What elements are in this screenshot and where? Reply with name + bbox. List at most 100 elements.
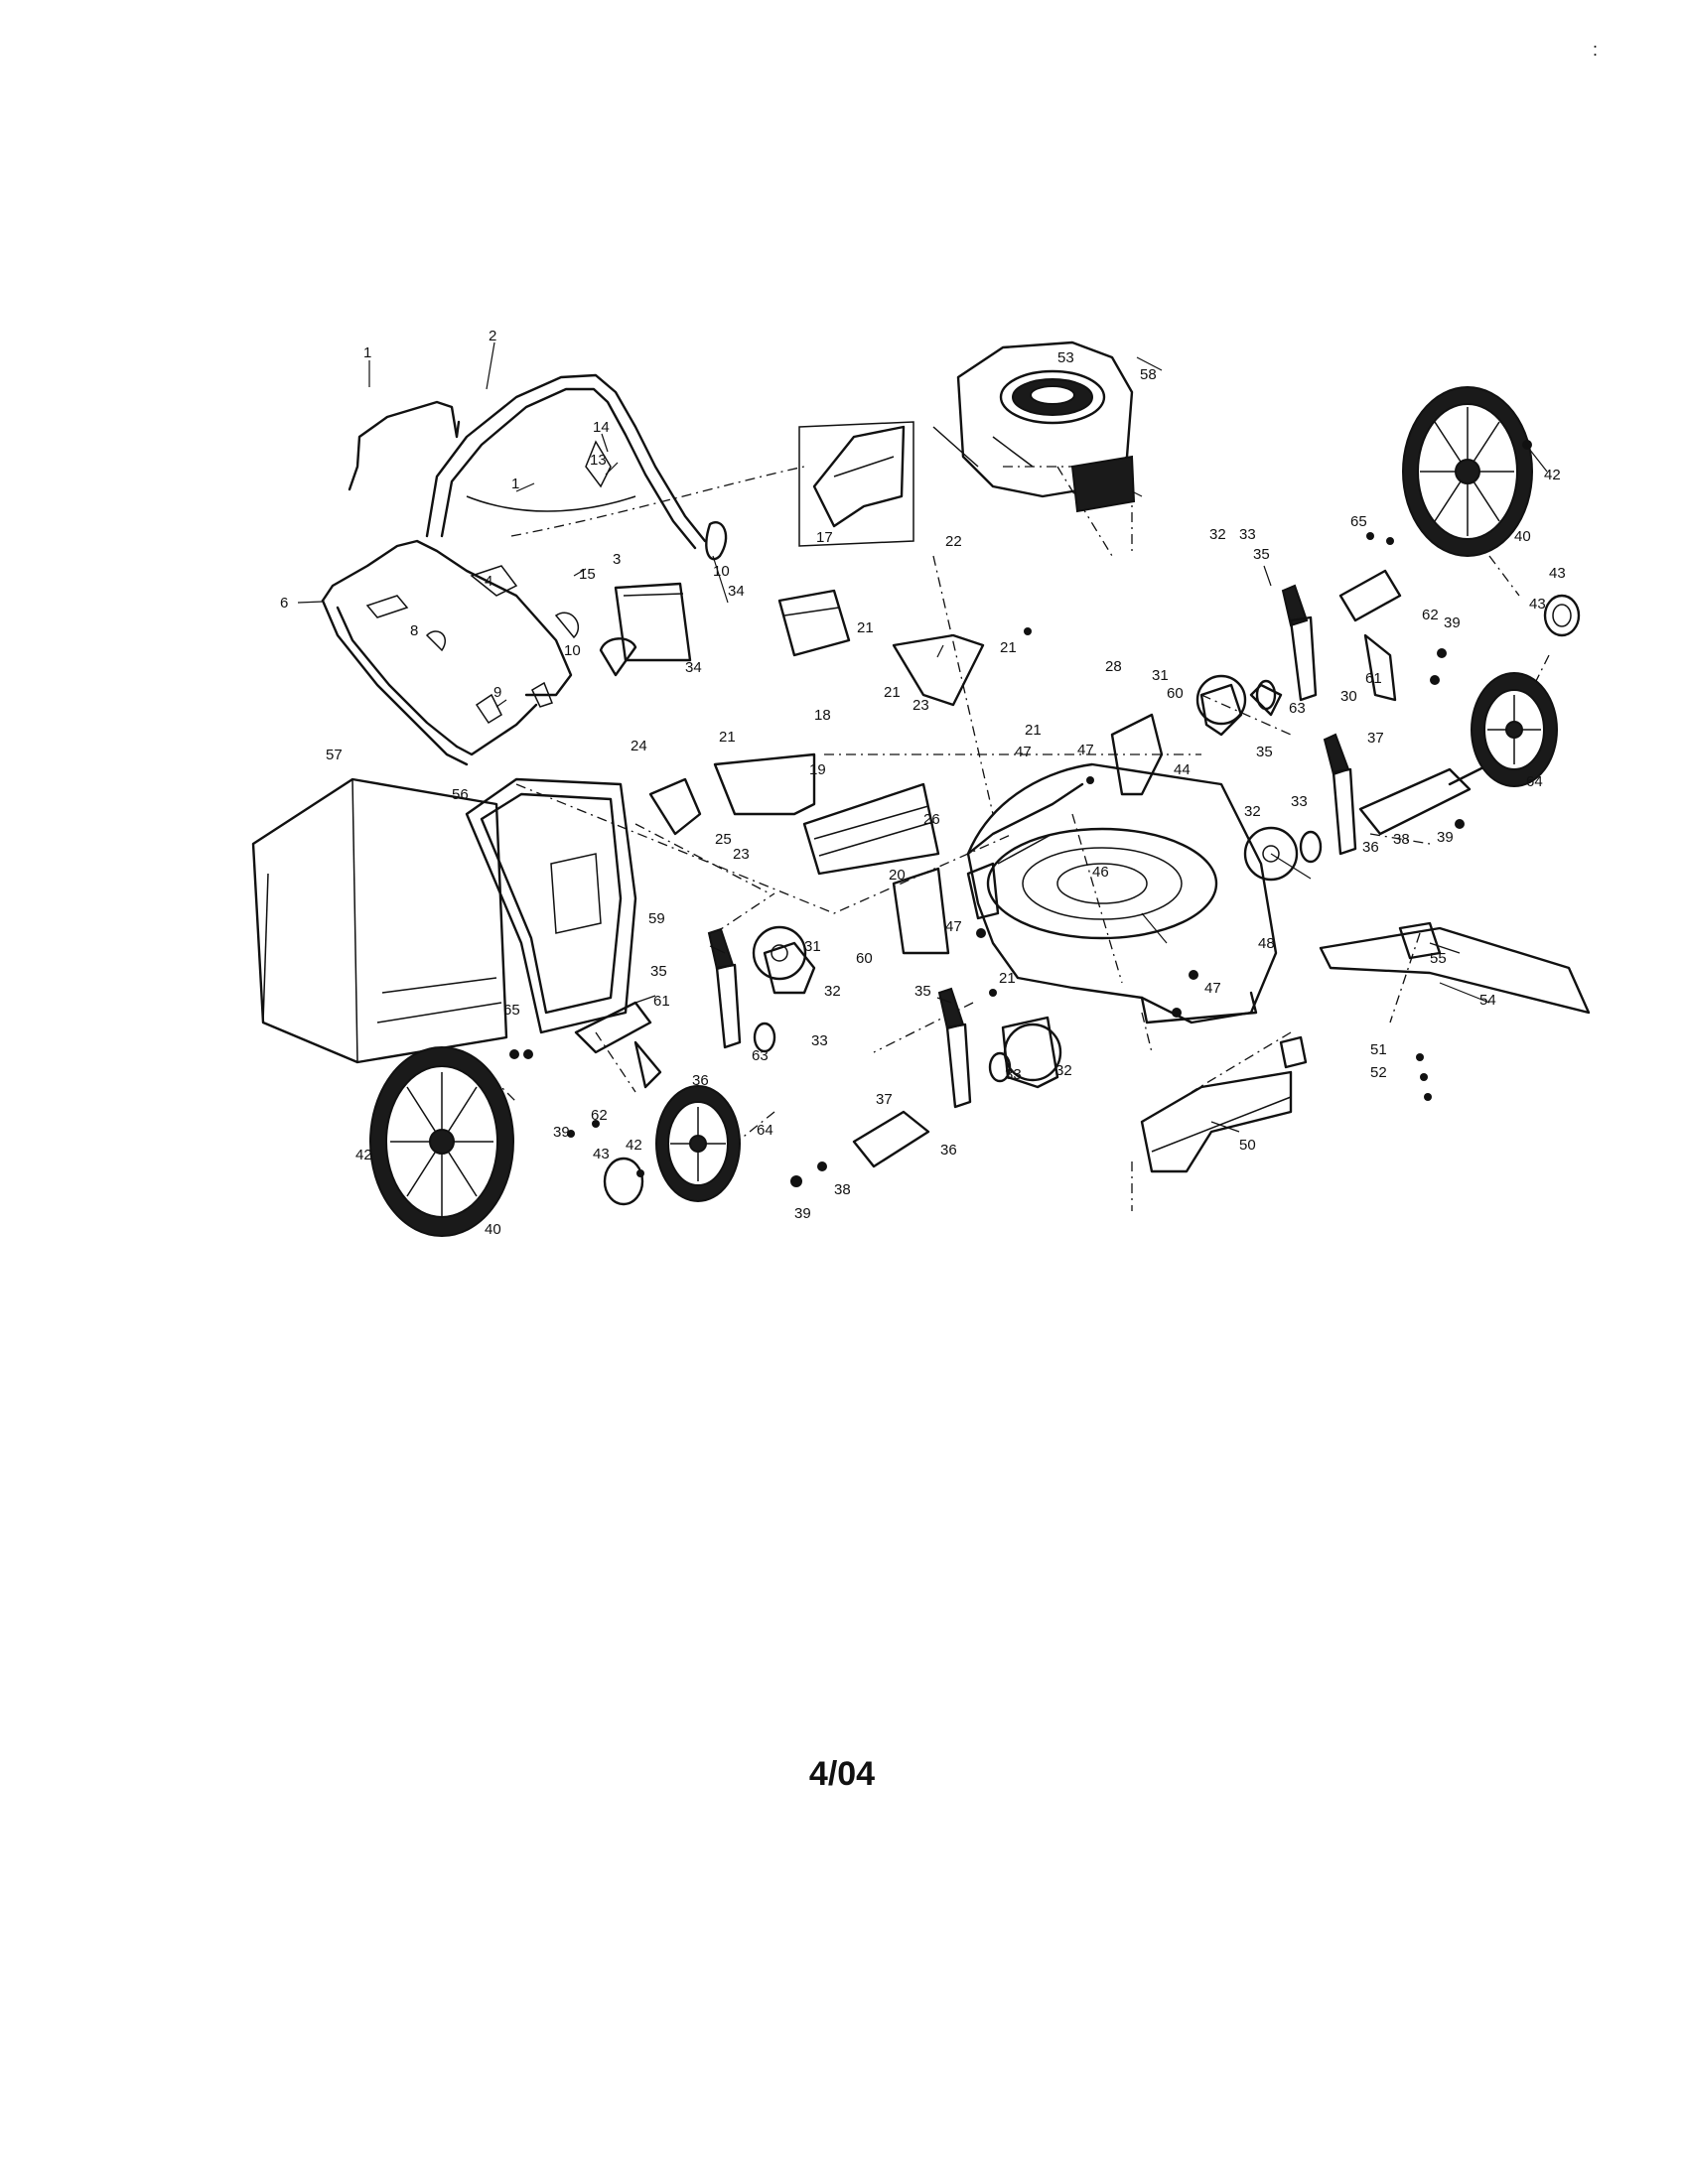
callout: 2 — [489, 328, 496, 344]
control-panel — [798, 421, 914, 547]
callout: 36 — [1362, 839, 1379, 856]
callout: 65 — [503, 1002, 520, 1019]
callout: 62 — [591, 1107, 608, 1124]
callout: 36 — [940, 1142, 957, 1159]
callout: 59 — [648, 910, 665, 927]
callout: 21 — [719, 729, 736, 746]
callout: 24 — [631, 738, 647, 754]
discharge-chute-parts — [648, 589, 985, 876]
callout: 32 — [824, 983, 841, 1000]
callout: 34 — [685, 659, 702, 676]
callout: 64 — [1526, 773, 1543, 790]
callout: 26 — [923, 811, 940, 828]
upper-handle-parts — [348, 373, 728, 677]
callout: 51 — [1370, 1041, 1387, 1058]
callout: 47 — [1015, 744, 1032, 760]
callout: 9 — [493, 684, 501, 701]
callout: 21 — [857, 619, 874, 636]
callout: 37 — [876, 1091, 893, 1108]
callout: 56 — [452, 786, 469, 803]
callout: 21 — [999, 970, 1016, 987]
callout: 23 — [912, 697, 929, 714]
callout: 1 — [511, 476, 519, 492]
callout: 19 — [809, 761, 826, 778]
page-date-code: 4/04 — [808, 1755, 876, 1793]
callout: 33 — [1291, 793, 1308, 810]
blade — [1140, 921, 1591, 1173]
callout: 39 — [1444, 614, 1461, 631]
callout: 28 — [1105, 658, 1122, 675]
callout: 53 — [1057, 349, 1074, 366]
callout: 13 — [590, 452, 607, 469]
callout: 35 — [914, 983, 931, 1000]
callout: 38 — [1393, 831, 1410, 848]
callout: 35 — [1253, 546, 1270, 563]
callout: 43 — [593, 1146, 610, 1162]
callout: 38 — [834, 1181, 851, 1198]
grass-bag-frame — [465, 777, 637, 1034]
callout: 61 — [653, 993, 670, 1010]
callout: 60 — [1167, 685, 1184, 702]
callout: 25 — [715, 831, 732, 848]
callout: 21 — [1025, 722, 1042, 739]
callout: 39 — [553, 1124, 570, 1141]
callout: 6 — [280, 595, 288, 612]
wheel-rear-left — [369, 1046, 514, 1237]
callout: 47 — [1077, 742, 1094, 758]
mower-deck — [966, 762, 1278, 1024]
callout: 39 — [794, 1205, 811, 1222]
callout: 21 — [1000, 639, 1017, 656]
callout: 15 — [579, 566, 596, 583]
callout: 50 — [1239, 1137, 1256, 1154]
callout: 40 — [485, 1221, 501, 1238]
grass-bag — [251, 777, 508, 1064]
callout: 64 — [757, 1122, 773, 1139]
callout: 37 — [1367, 730, 1384, 747]
wheel-front-left — [655, 1085, 741, 1202]
callout: 30 — [1340, 688, 1357, 705]
callout: 62 — [1422, 607, 1439, 623]
callout: 46 — [1092, 864, 1109, 881]
callout: 65 — [1350, 513, 1367, 530]
callout: 43 — [1529, 596, 1546, 613]
engine — [932, 341, 1136, 513]
callout: 40 — [1514, 528, 1531, 545]
callout: 17 — [816, 529, 833, 546]
fasteners — [509, 440, 1532, 1187]
callout: 32 — [1244, 803, 1261, 820]
callout: 48 — [1258, 935, 1275, 952]
callout: 58 — [1140, 366, 1157, 383]
callout: 18 — [814, 707, 831, 724]
callout: 4 — [485, 573, 492, 590]
callout: 55 — [1430, 950, 1447, 967]
hub-caps — [603, 594, 1581, 1206]
callout-leader-lines — [297, 341, 1548, 1133]
wheel-rear-right — [1402, 386, 1533, 557]
callout: 61 — [1365, 670, 1382, 687]
callout: 10 — [564, 642, 581, 659]
callout: 47 — [945, 918, 962, 935]
callout: 63 — [752, 1047, 769, 1064]
callout: 39 — [1437, 829, 1454, 846]
callout: 21 — [884, 684, 901, 701]
adjuster-levers — [707, 584, 1357, 1109]
corner-mark: : — [1593, 40, 1599, 60]
callout: 8 — [410, 622, 418, 639]
callout: 47 — [1204, 980, 1221, 997]
callout: 34 — [728, 583, 745, 600]
callout: 1 — [363, 344, 371, 361]
callout: 31 — [1152, 667, 1169, 684]
callout: 43 — [1549, 565, 1566, 582]
callout: 10 — [713, 563, 730, 580]
callout: 33 — [1239, 526, 1256, 543]
callout: 23 — [733, 846, 750, 863]
callout: 42 — [1544, 467, 1561, 483]
wheel-front-right — [1471, 672, 1558, 787]
callout: 42 — [626, 1137, 642, 1154]
callout: 42 — [355, 1147, 372, 1163]
gear-plates — [752, 674, 1323, 1083]
callout: 60 — [856, 950, 873, 967]
callout: 3 — [613, 551, 621, 568]
callout: 44 — [1174, 761, 1191, 778]
